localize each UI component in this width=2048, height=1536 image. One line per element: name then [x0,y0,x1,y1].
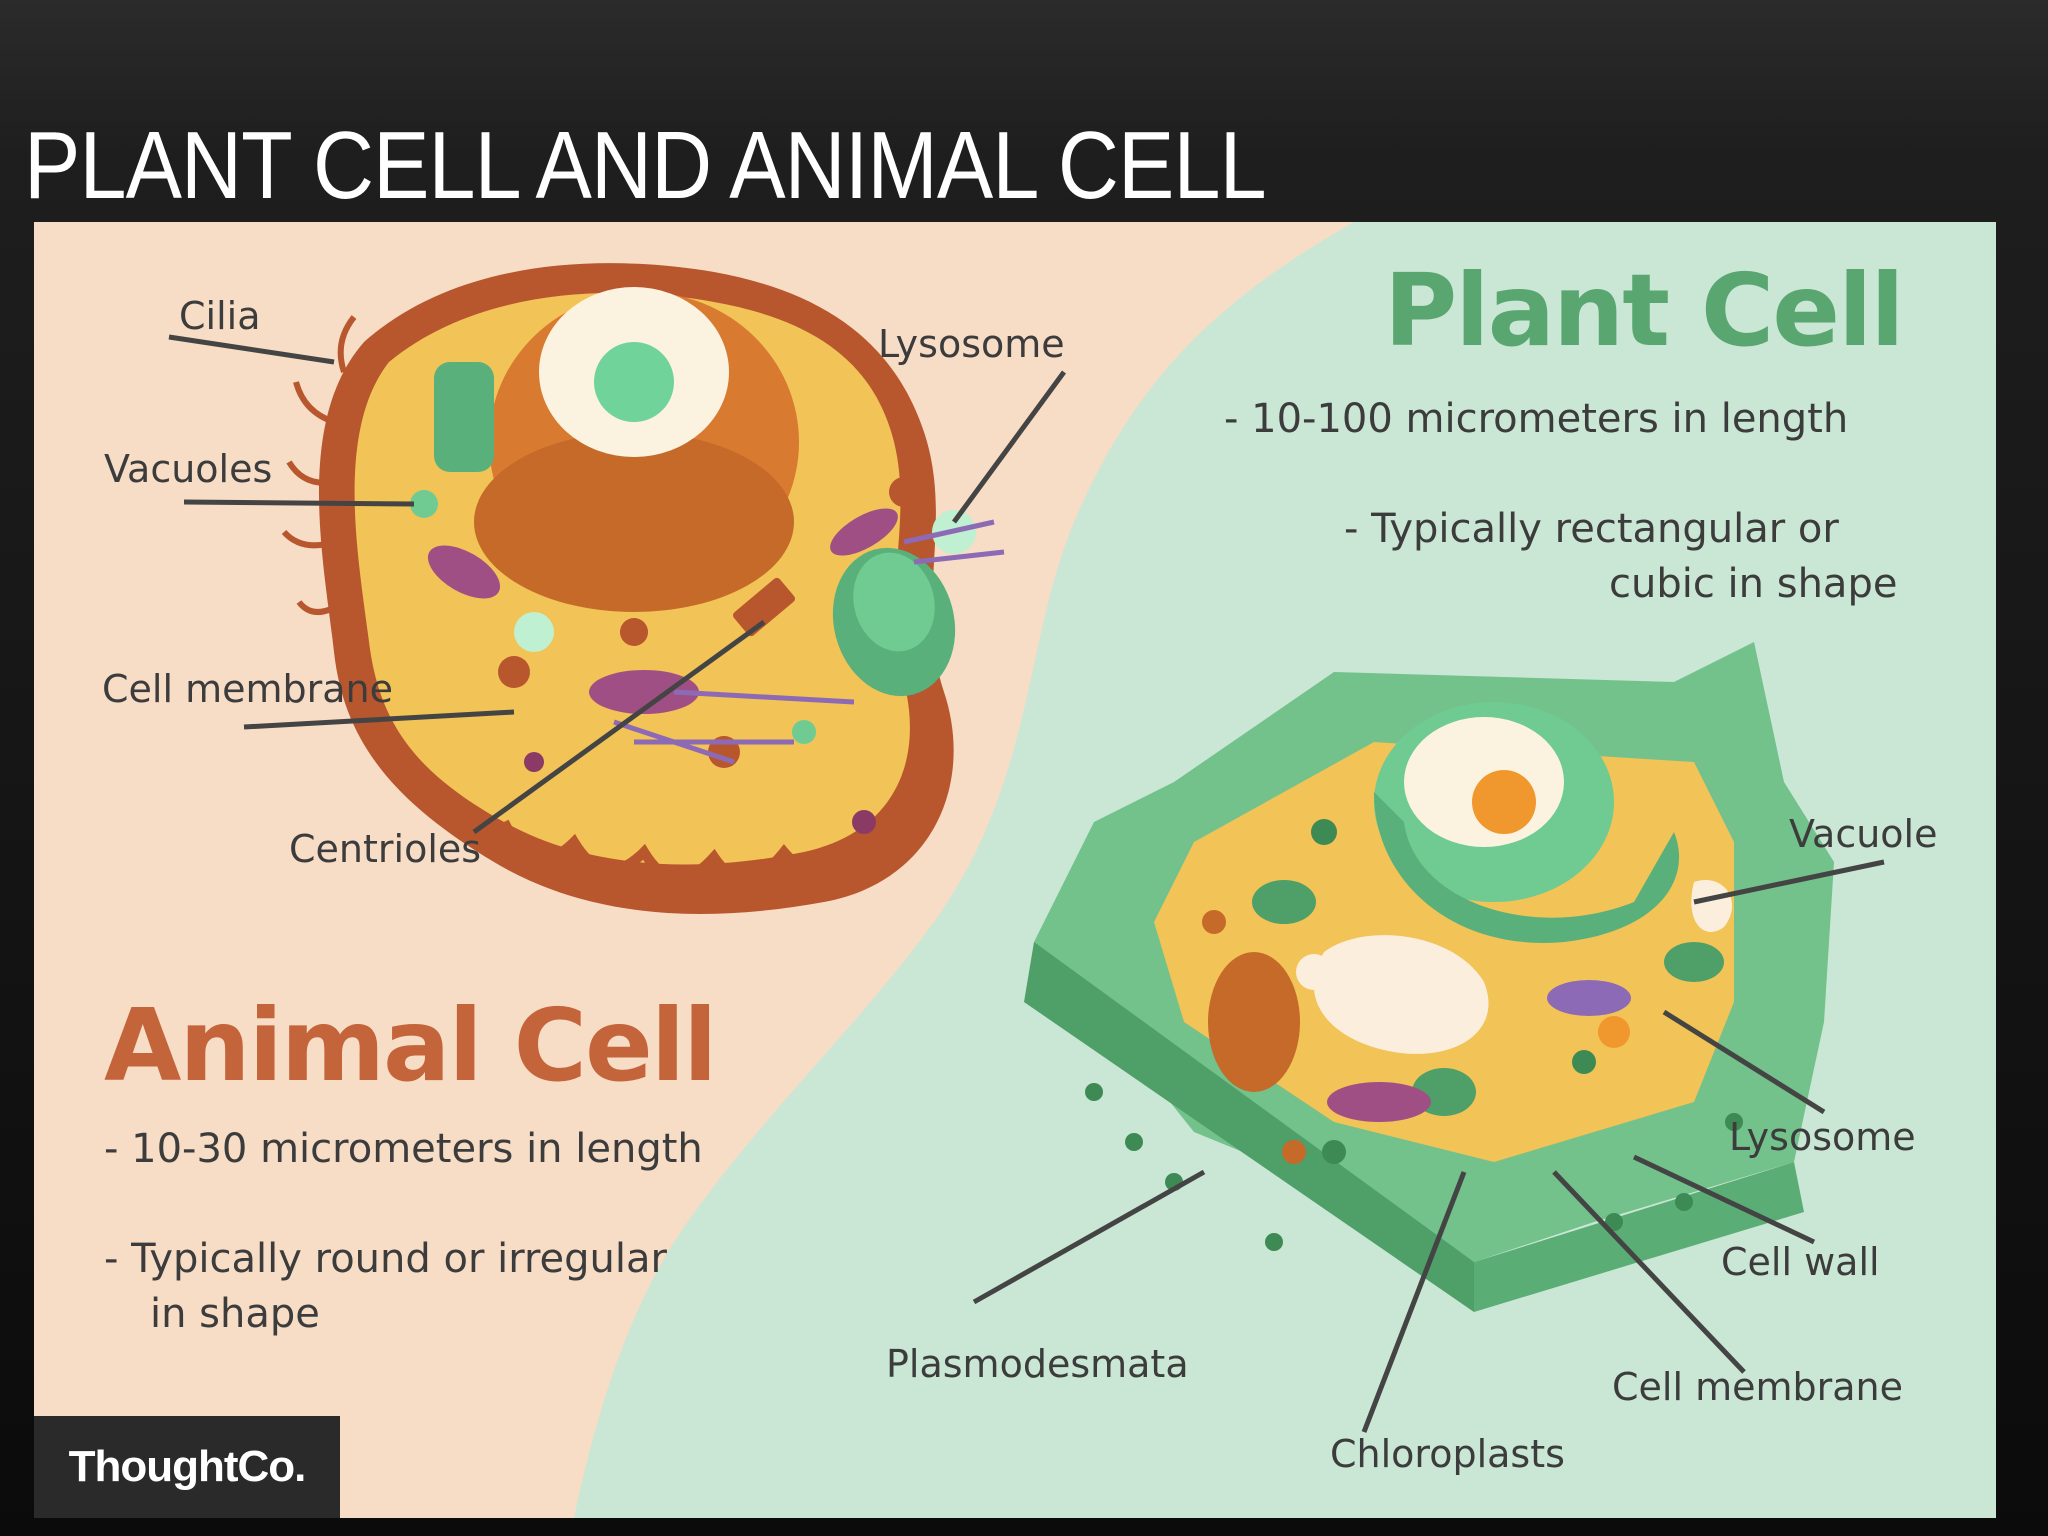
thoughtco-logo: ThoughtCo. [34,1416,340,1518]
animal-size-note: - 10-30 micrometers in length [104,1126,703,1172]
label-centrioles: Centrioles [289,827,482,871]
cell-diagram: Plant Cell Animal Cell - 10-100 micromet… [34,222,1996,1518]
label-cell-membrane-animal: Cell membrane [102,667,394,711]
label-cell-membrane-plant: Cell membrane [1612,1365,1904,1409]
label-vacuole-plant: Vacuole [1789,812,1938,856]
slide-title: PLANT CELL AND ANIMAL CELL [24,112,1267,219]
label-plasmodesmata: Plasmodesmata [886,1342,1189,1386]
label-vacuoles: Vacuoles [104,447,273,491]
leader-lines [168,334,1885,1433]
plant-cell-illustration [1024,642,1834,1312]
label-lysosome-plant: Lysosome [1729,1115,1916,1159]
label-cell-wall: Cell wall [1721,1240,1880,1284]
plant-shape-note: - Typically rectangular or [1344,506,1839,552]
label-lysosome-animal: Lysosome [878,322,1065,366]
plant-size-note: - 10-100 micrometers in length [1224,396,1849,442]
animal-cell-illustration [281,263,1005,914]
plant-cell-heading: Plant Cell [1384,252,1905,369]
diagram-artwork [168,222,1996,1518]
plant-shape-note-cont: cubic in shape [1609,561,1898,607]
label-chloroplasts: Chloroplasts [1330,1432,1565,1476]
animal-shape-note-cont: in shape [150,1291,320,1337]
animal-shape-note: - Typically round or irregular [104,1236,667,1282]
label-cilia: Cilia [179,294,261,338]
animal-cell-heading: Animal Cell [104,987,717,1104]
